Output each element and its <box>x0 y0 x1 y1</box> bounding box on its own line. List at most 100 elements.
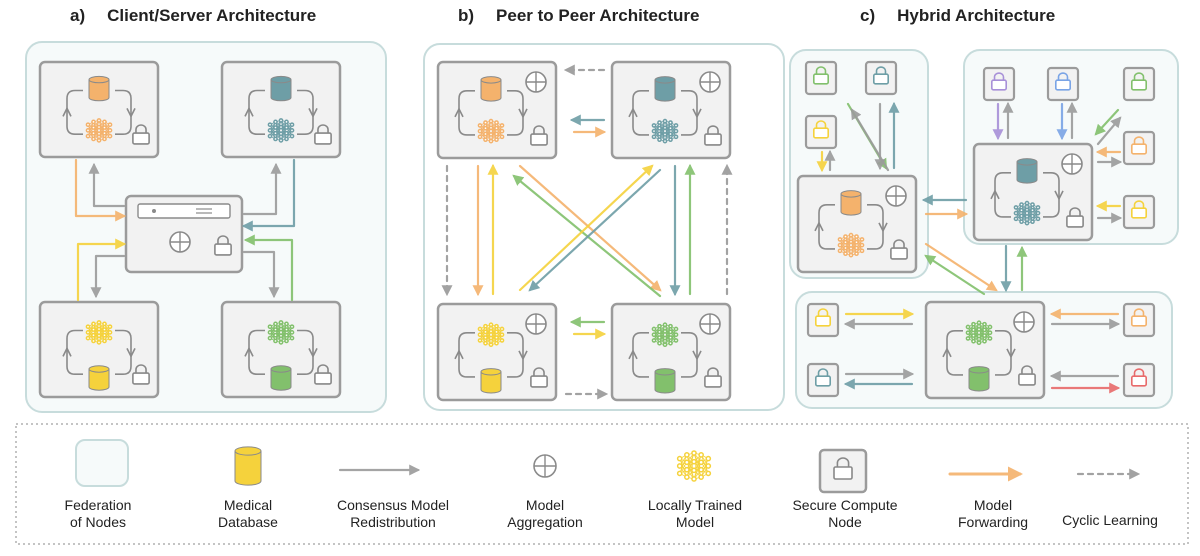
legend-label-cyclic: Cyclic Learning <box>1062 512 1158 528</box>
panel-a-node-teal <box>220 60 342 159</box>
arrow-c-orange-diag <box>924 242 998 292</box>
panel-b-title: b)Peer to Peer Architecture <box>458 6 700 25</box>
lock-icon <box>890 239 908 260</box>
lock-icon <box>1131 200 1148 219</box>
database-icon <box>1016 158 1038 184</box>
training-loop <box>62 89 136 135</box>
neural-network-icon <box>267 118 295 143</box>
aggregation-icon <box>699 71 721 93</box>
panel-b-node-green <box>610 302 732 402</box>
database-icon <box>88 365 110 391</box>
panel-c-lock-red <box>1122 362 1156 398</box>
legend-box <box>15 423 1189 545</box>
legend-secure-node-icon <box>818 448 868 494</box>
legend-aggregation-icon <box>533 454 557 478</box>
panel-c-lock-blue <box>1046 66 1080 102</box>
arrow-yellow-diag <box>518 164 654 292</box>
arrow-c-green-b <box>1094 108 1120 136</box>
training-loop <box>454 332 528 378</box>
aggregation-icon <box>533 454 557 478</box>
neural-network-icon <box>651 118 679 144</box>
database-icon <box>840 190 862 216</box>
lock-icon <box>214 235 232 256</box>
lock-icon <box>1055 72 1072 91</box>
database-icon <box>968 366 990 392</box>
arrow-redistribute-yellow <box>90 254 126 299</box>
training-loop <box>454 90 528 136</box>
panel-a-node-orange <box>38 60 160 159</box>
server-rack-icon <box>137 203 231 219</box>
neural-network-icon <box>676 450 712 482</box>
arrow-orange-diag <box>518 164 662 292</box>
panel-b-node-yellow <box>436 302 558 402</box>
training-loop <box>814 204 888 250</box>
panel-a-node-yellow <box>38 300 160 399</box>
lock-icon <box>814 308 831 327</box>
lock-icon <box>833 457 853 480</box>
panel-a-node-green <box>220 300 342 399</box>
training-loop <box>990 172 1064 218</box>
arrow-forward-teal <box>241 158 296 232</box>
lock-icon <box>1131 368 1148 387</box>
arrow-redistribute-orange <box>88 162 126 208</box>
training-loop <box>628 90 702 136</box>
arrow-teal-diag <box>528 168 662 292</box>
lock-icon <box>1131 136 1148 155</box>
arrow-c-green-diag <box>924 254 986 296</box>
neural-network-icon <box>965 320 993 346</box>
legend-federation-icon <box>75 439 129 487</box>
panel-c-lock-teal-a <box>864 60 898 96</box>
training-loop <box>942 330 1016 376</box>
arrow-forward-yellow <box>76 238 127 302</box>
lock-icon <box>314 124 332 145</box>
panel-c-lock-orange <box>1122 130 1156 166</box>
database-icon <box>88 75 110 102</box>
aggregation-icon <box>1061 153 1083 175</box>
panel-c-title: c)Hybrid Architecture <box>860 6 1056 25</box>
lock-icon <box>704 125 722 146</box>
database-icon <box>654 368 676 394</box>
database-icon <box>654 76 676 102</box>
training-loop <box>244 89 318 135</box>
aggregation-icon <box>1013 311 1035 333</box>
arrow-forward-orange <box>74 158 127 222</box>
lock-icon <box>530 125 548 146</box>
neural-network-icon <box>651 322 679 348</box>
lock-icon <box>814 368 831 387</box>
lock-icon <box>132 124 150 145</box>
arrow-c-gray-green-b <box>1096 116 1122 146</box>
aggregation-icon <box>699 313 721 335</box>
aggregation-icon <box>885 185 907 207</box>
panel-c-node-teal <box>972 142 1094 242</box>
legend-database-icon <box>234 446 262 486</box>
lock-icon <box>1018 365 1036 386</box>
database-icon <box>480 368 502 394</box>
aggregation-icon <box>525 313 547 335</box>
panel-c-node-orange <box>796 174 918 274</box>
panel-c-lock-yellow-a <box>804 114 838 150</box>
lock-icon <box>812 120 829 139</box>
database-icon <box>480 76 502 102</box>
lock-icon <box>314 364 332 385</box>
panel-a-title: a)Client/Server Architecture <box>70 6 317 25</box>
database-icon <box>270 75 292 102</box>
aggregation-icon <box>169 231 191 253</box>
panel-c-lock-green-a <box>804 60 838 96</box>
lock-icon <box>812 66 829 85</box>
database-icon <box>234 446 262 486</box>
panel-c-lock-green-b <box>1122 66 1156 102</box>
lock-icon <box>1131 72 1148 91</box>
lock-icon <box>1066 207 1084 228</box>
training-loop <box>628 332 702 378</box>
neural-network-icon <box>477 118 505 144</box>
panel-c-lock-teal-b <box>806 362 840 398</box>
neural-network-icon <box>477 322 505 348</box>
lock-icon <box>704 367 722 388</box>
arrow-forward-green <box>243 234 294 302</box>
